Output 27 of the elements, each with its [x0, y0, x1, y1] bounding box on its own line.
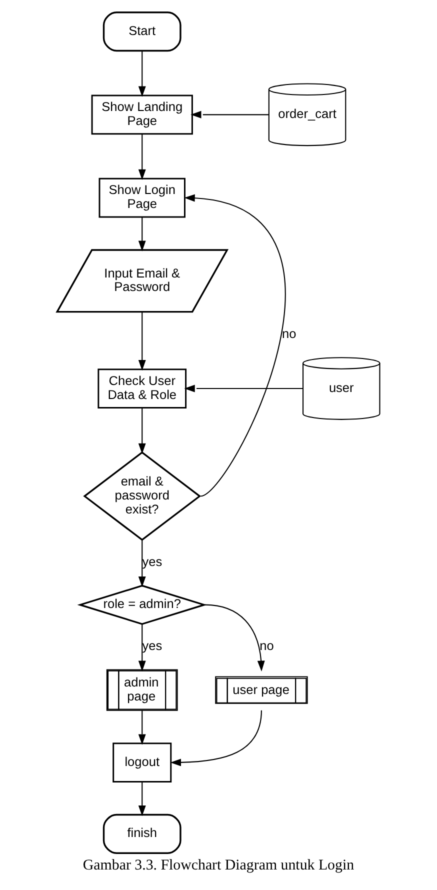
arrow	[184, 194, 286, 497]
node-box: logout	[112, 742, 172, 782]
arrow	[190, 110, 269, 118]
arrow	[138, 540, 146, 588]
edge-label: no	[282, 326, 296, 342]
arrow	[138, 312, 146, 371]
caption: Gambar 3.3. Flowchart Diagram untuk Login	[82, 857, 354, 874]
node-box: Start	[102, 12, 182, 52]
arrow	[138, 624, 146, 672]
edge-label: yes	[142, 638, 162, 654]
arrow	[204, 604, 265, 672]
node-diamond: role = admin?	[77, 584, 207, 625]
arrow	[184, 384, 304, 392]
node-box: finish	[102, 814, 182, 854]
arrow	[138, 710, 146, 745]
arrow	[138, 134, 146, 180]
arrow	[138, 782, 146, 816]
node-box: Check User Data & Role	[98, 368, 187, 408]
node-diamond: email & password exist?	[83, 451, 202, 541]
edge-label: no	[260, 638, 274, 654]
arrow	[138, 408, 146, 454]
node-box: Show Login Page	[98, 178, 186, 218]
arrow	[138, 51, 146, 97]
node-box: Show Landing Page	[91, 94, 193, 135]
arrow	[138, 217, 146, 252]
arrow	[170, 710, 262, 766]
edge-label: yes	[142, 554, 162, 570]
